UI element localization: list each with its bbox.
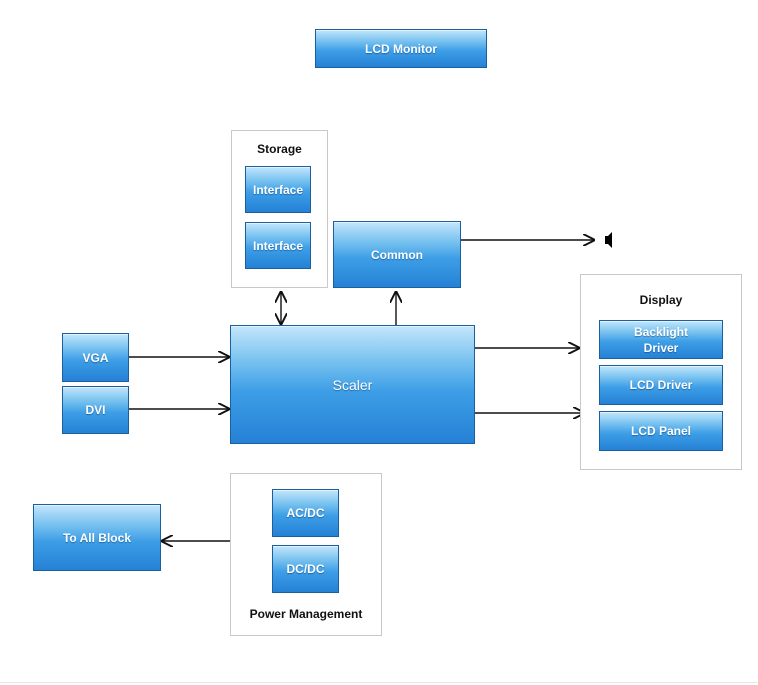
backlight-driver-block: Backlight Driver (599, 320, 723, 359)
dvi-label: DVI (85, 403, 106, 417)
lcd-driver-block: LCD Driver (599, 365, 723, 405)
lcd-panel-block: LCD Panel (599, 411, 723, 451)
common-block: Common (333, 221, 461, 288)
dc-dc-label: DC/DC (286, 562, 325, 576)
bottom-divider (0, 682, 758, 683)
lcd-driver-label: LCD Driver (629, 378, 693, 392)
dvi-block: DVI (62, 386, 129, 434)
ac-dc-label: AC/DC (286, 506, 325, 520)
display-group-title: Display (639, 293, 683, 307)
vga-block: VGA (62, 333, 129, 382)
scaler-label: Scaler (332, 376, 373, 393)
storage-interface-label-1: Interface (252, 182, 304, 197)
to-all-block: To All Block (33, 504, 161, 571)
dc-dc-block: DC/DC (272, 545, 339, 593)
speaker-icon (605, 232, 612, 248)
storage-group-title: Storage (257, 142, 302, 156)
common-label: Common (371, 247, 423, 262)
to-all-block-label: To All Block (62, 530, 131, 545)
storage-interface-block-1: Interface (245, 166, 311, 213)
storage-interface-block-2: Interface (245, 222, 311, 269)
ac-dc-block: AC/DC (272, 489, 339, 537)
scaler-block: Scaler (230, 325, 475, 444)
backlight-driver-label: Backlight Driver (633, 324, 688, 355)
storage-interface-label-2: Interface (252, 238, 304, 253)
lcd-panel-label: LCD Panel (630, 424, 691, 438)
title-block: LCD Monitor (315, 29, 487, 68)
power-group-title: Power Management (249, 607, 363, 621)
vga-label: VGA (82, 350, 109, 365)
title-label: LCD Monitor (365, 41, 437, 56)
